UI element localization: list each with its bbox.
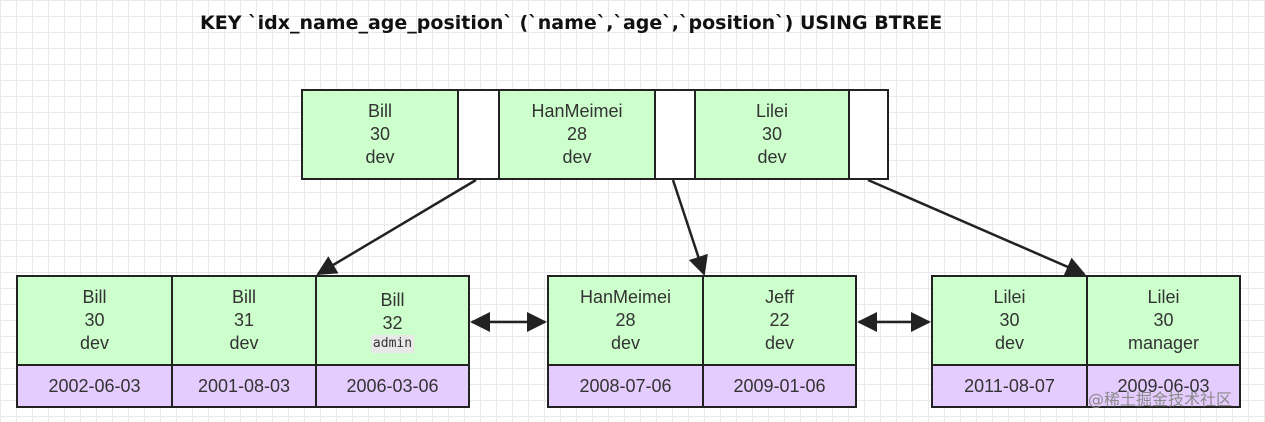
key-position: manager <box>1127 333 1200 353</box>
key-name: HanMeimei <box>579 287 672 307</box>
key-position: dev <box>757 147 787 167</box>
watermark: @稀土掘金技术社区 <box>1088 390 1233 409</box>
key-age: 28 <box>615 310 636 330</box>
leaf-node-2: HanMeimei 28 dev Jeff 22 dev 2008-07-06 … <box>547 275 857 408</box>
leaf-1-key-2: Bill 31 dev <box>173 277 317 364</box>
arrow-root-to-leaf-3 <box>867 178 1086 276</box>
leaf-3-key-2: Lilei 30 manager <box>1088 277 1239 364</box>
key-name: Bill <box>231 287 256 307</box>
key-position: dev <box>229 333 259 353</box>
arrow-root-to-leaf-1 <box>316 178 477 276</box>
leaf-1-row-2: 2001-08-03 <box>173 366 317 406</box>
root-key-2: HanMeimei 28 dev <box>500 91 656 178</box>
key-age: 32 <box>382 312 403 333</box>
root-pointer-1 <box>459 91 500 178</box>
leaf-1-key-3: Bill 32 admin <box>317 277 468 364</box>
key-age: 31 <box>233 310 255 330</box>
key-age: 30 <box>999 310 1020 330</box>
key-age: 28 <box>566 124 588 144</box>
leaf-1-row-1: 2002-06-03 <box>18 366 173 406</box>
key-name: Lilei <box>1147 287 1180 307</box>
arrow-root-to-leaf-2 <box>671 179 708 276</box>
leaf-2-key-2: Jeff 22 dev <box>704 277 855 364</box>
diagram-title: KEY `idx_name_age_position` (`name`,`age… <box>200 12 943 34</box>
key-age: 22 <box>769 310 790 330</box>
key-name: Bill <box>380 289 405 310</box>
key-name: Bill <box>367 101 392 121</box>
leaf-3-key-1: Lilei 30 dev <box>933 277 1088 364</box>
key-name: Bill <box>82 287 107 307</box>
root-pointer-2 <box>656 91 696 178</box>
root-key-1: Bill 30 dev <box>303 91 459 178</box>
key-age: 30 <box>1153 310 1174 330</box>
leaf-1-row-3: 2006-03-06 <box>317 366 468 406</box>
root-node: Bill 30 dev HanMeimei 28 dev Lilei 30 de… <box>301 89 889 180</box>
leaf-2-row-1: 2008-07-06 <box>549 366 704 406</box>
key-name: HanMeimei <box>531 101 623 121</box>
root-key-3: Lilei 30 dev <box>696 91 850 178</box>
leaf-node-1: Bill 30 dev Bill 31 dev Bill 32 admin 20… <box>16 275 470 408</box>
root-pointer-3 <box>850 91 887 178</box>
key-name: Jeff <box>765 287 794 307</box>
key-name: Lilei <box>755 101 789 121</box>
key-position: admin <box>370 334 415 353</box>
key-position: dev <box>562 147 592 167</box>
leaf-3-row-1: 2011-08-07 <box>933 366 1088 406</box>
key-age: 30 <box>84 310 105 330</box>
leaf-2-row-2: 2009-01-06 <box>704 366 855 406</box>
key-position: dev <box>79 333 110 353</box>
leaf-node-3: Lilei 30 dev Lilei 30 manager 2011-08-07… <box>931 275 1241 408</box>
key-position: dev <box>994 333 1025 353</box>
leaf-3-row-2: 2009-06-03 <box>1088 366 1239 406</box>
key-position: dev <box>764 333 795 353</box>
key-position: dev <box>365 147 395 167</box>
leaf-1-key-1: Bill 30 dev <box>18 277 173 364</box>
key-age: 30 <box>369 124 391 144</box>
key-name: Lilei <box>993 287 1026 307</box>
key-age: 30 <box>761 124 783 144</box>
leaf-2-key-1: HanMeimei 28 dev <box>549 277 704 364</box>
key-position: dev <box>610 333 641 353</box>
